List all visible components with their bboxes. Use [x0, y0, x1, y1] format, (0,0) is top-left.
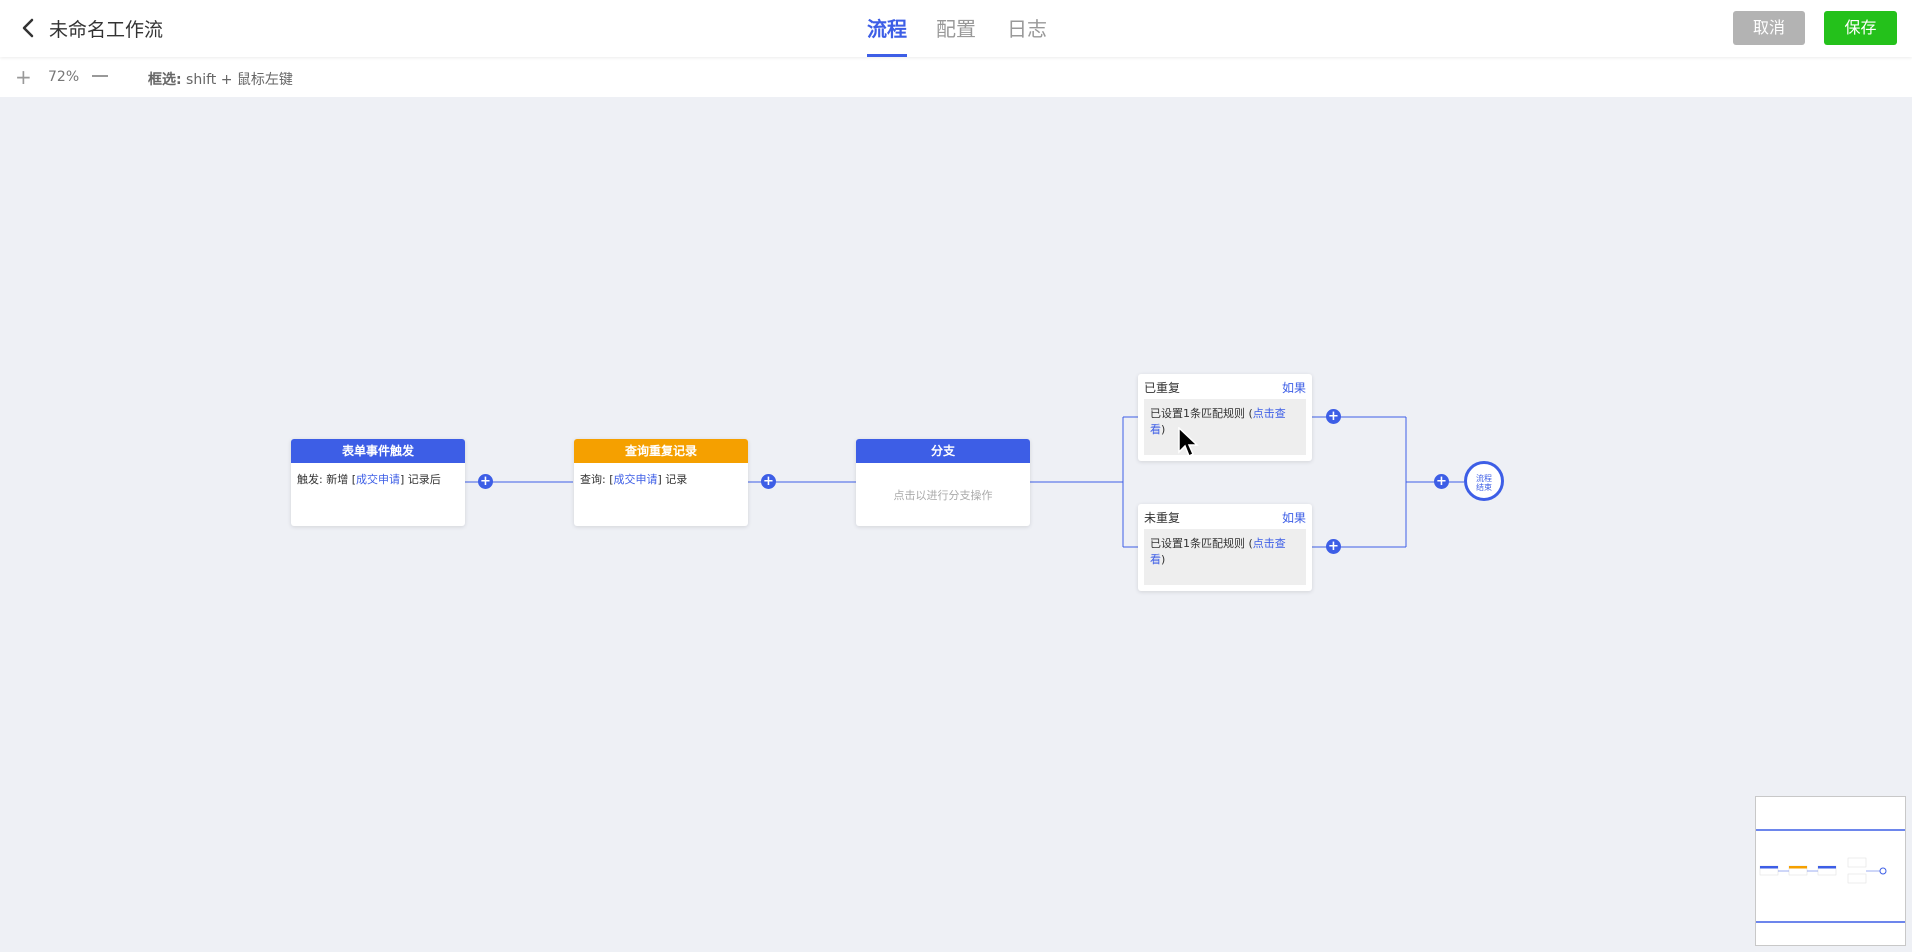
- node-branch[interactable]: 分支 点击以进行分支操作: [856, 439, 1030, 526]
- branch-not-duplicated[interactable]: 未重复 如果 已设置1条匹配规则 (点击查看): [1138, 504, 1312, 591]
- app-header: 未命名工作流 流程 配置 日志 取消 保存: [0, 0, 1912, 57]
- zoom-out-button[interactable]: [92, 75, 108, 77]
- minimap[interactable]: [1755, 796, 1906, 946]
- add-node-plus-icon[interactable]: +: [1326, 539, 1341, 554]
- form-link[interactable]: 成交申请: [613, 473, 658, 486]
- node-title: 分支: [856, 439, 1030, 463]
- add-node-plus-icon[interactable]: +: [1326, 409, 1341, 424]
- rule-prefix: 已设置1条匹配规则 (: [1150, 537, 1253, 550]
- node-title: 查询重复记录: [574, 439, 748, 463]
- tab-log[interactable]: 日志: [1007, 17, 1047, 41]
- branch-condition-link[interactable]: 如果: [1281, 511, 1306, 525]
- form-link[interactable]: 成交申请: [356, 473, 400, 486]
- node-body-prefix: 触发: 新增 [: [297, 473, 356, 486]
- hint-label: 框选:: [148, 72, 182, 88]
- node-body-prefix: 查询: [: [580, 473, 614, 486]
- tab-config[interactable]: 配置: [936, 17, 976, 41]
- workflow-title[interactable]: 未命名工作流: [49, 19, 164, 41]
- branch-duplicated[interactable]: 已重复 如果 已设置1条匹配规则 (点击查看): [1138, 374, 1312, 461]
- end-node-line1: 流程: [1476, 474, 1492, 483]
- flow-end-node: 流程 结束: [1464, 461, 1504, 501]
- tab-flow[interactable]: 流程: [867, 13, 907, 57]
- canvas-toolbar: + 72% 框选: shift + 鼠标左键: [0, 57, 1912, 97]
- view-rule-link[interactable]: 点击查看: [1150, 537, 1286, 566]
- zoom-level: 72%: [48, 69, 80, 85]
- node-form-trigger[interactable]: 表单事件触发 触发: 新增 [成交申请] 记录后: [291, 439, 465, 526]
- node-body-suffix: ] 记录后: [400, 473, 441, 486]
- add-node-plus-icon[interactable]: +: [1434, 474, 1449, 489]
- node-title: 表单事件触发: [291, 439, 465, 463]
- node-body: 点击以进行分支操作: [893, 489, 993, 502]
- zoom-in-button[interactable]: +: [15, 65, 32, 89]
- back-arrow-icon[interactable]: [18, 16, 40, 40]
- node-body-suffix: ] 记录: [657, 473, 688, 486]
- branch-condition-link[interactable]: 如果: [1281, 381, 1306, 395]
- node-body: 触发: 新增 [成交申请] 记录后: [291, 463, 465, 495]
- add-node-plus-icon[interactable]: +: [478, 474, 493, 489]
- end-node-line2: 结束: [1476, 483, 1492, 492]
- minimap-preview: [1756, 829, 1905, 923]
- flow-canvas[interactable]: 表单事件触发 触发: 新增 [成交申请] 记录后 + 查询重复记录 查询: [成…: [0, 97, 1912, 952]
- rule-suffix: ): [1161, 553, 1166, 566]
- branch-rule: 已设置1条匹配规则 (点击查看): [1144, 399, 1306, 455]
- hint-text: shift + 鼠标左键: [181, 72, 293, 88]
- mouse-cursor-icon: [1178, 426, 1200, 463]
- view-rule-link[interactable]: 点击查看: [1150, 407, 1286, 436]
- node-body: 查询: [成交申请] 记录: [574, 463, 748, 495]
- save-button[interactable]: 保存: [1824, 11, 1897, 45]
- node-query-duplicates[interactable]: 查询重复记录 查询: [成交申请] 记录: [574, 439, 748, 526]
- branch-rule: 已设置1条匹配规则 (点击查看): [1144, 529, 1306, 585]
- add-node-plus-icon[interactable]: +: [761, 474, 776, 489]
- branch-name: 未重复: [1144, 511, 1181, 525]
- rule-prefix: 已设置1条匹配规则 (: [1150, 407, 1253, 420]
- cancel-button[interactable]: 取消: [1733, 11, 1805, 45]
- branch-name: 已重复: [1144, 381, 1181, 395]
- rule-suffix: ): [1161, 423, 1166, 436]
- selection-hint: 框选: shift + 鼠标左键: [148, 69, 293, 89]
